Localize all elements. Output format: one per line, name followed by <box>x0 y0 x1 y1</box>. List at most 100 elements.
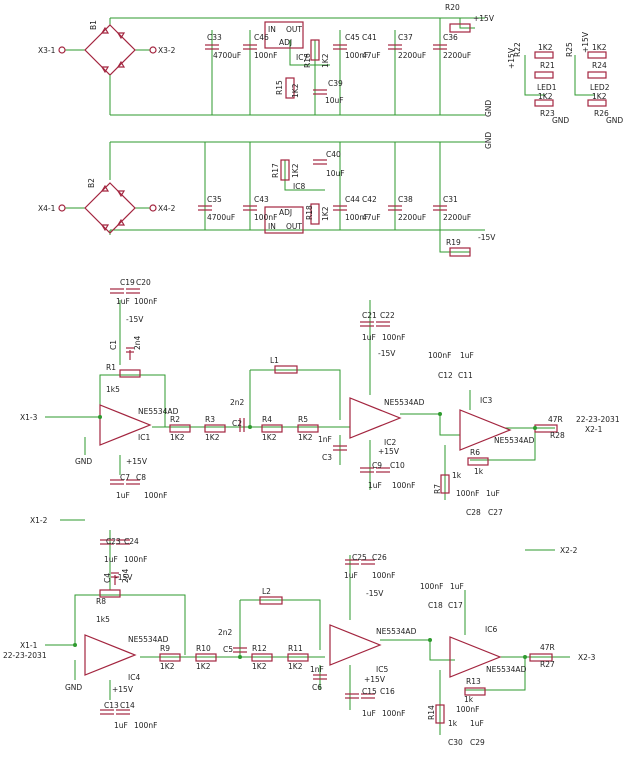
ic4-label: IC4 <box>128 673 140 682</box>
led1-val-top: 1K2 <box>538 43 553 52</box>
ch2-r27-val: 47R <box>540 643 555 652</box>
ch1-r4: R4 <box>262 415 272 424</box>
ch2-fb-rv: 1k5 <box>96 615 110 624</box>
ch2-input[interactable]: X1-1 <box>20 641 38 650</box>
ch1-c19-val: 1uF <box>116 297 130 306</box>
positive-supply: X3-1 X3-2 B1 IN OUT ADJ IC7 C33 4700uF C… <box>38 3 495 117</box>
ch2-r10-val: 1K2 <box>196 662 211 671</box>
cap-c40: C40 <box>326 150 341 159</box>
cap-c36: C36 <box>443 33 458 42</box>
term-x4-1[interactable]: X4-1 <box>38 204 56 213</box>
ch2-c26: C26 <box>372 553 387 562</box>
ch1-rail-neg: -15V <box>126 315 144 324</box>
ch1-r5: R5 <box>298 415 308 424</box>
res-r15-val: 1K2 <box>291 83 300 98</box>
reg2-pin-adj: ADJ <box>279 208 292 217</box>
ic2-part: NE5534AD <box>384 398 425 407</box>
ch2-c23: C23 <box>106 537 121 546</box>
led1-r-top: R22 <box>513 42 522 57</box>
cap-c46-val: 100nF <box>254 51 277 60</box>
cap-c33: C33 <box>207 33 222 42</box>
ch2-c29: C29 <box>470 738 485 747</box>
rail-minus15: -15V <box>478 233 496 242</box>
term-x4-2[interactable]: X4-2 <box>158 204 176 213</box>
res-r17-val: 1K2 <box>291 163 300 178</box>
ch1-c11: C11 <box>458 371 473 380</box>
cap-c41-val: 47uF <box>362 51 381 60</box>
ch2-c14: C14 <box>120 701 135 710</box>
ch1-in-gnd: GND <box>75 457 92 466</box>
opamp-ic3 <box>459 409 512 451</box>
term-x3-1[interactable]: X3-1 <box>38 46 56 55</box>
opamp-ic4 <box>84 634 137 676</box>
ch2-code: 22-23-2031 <box>3 651 47 660</box>
ch1-rail-pos: +15V <box>126 457 148 466</box>
ch1-c22: C22 <box>380 311 395 320</box>
ch2-c26-val: 100nF <box>372 571 395 580</box>
ch2-c25-val: 1uF <box>344 571 358 580</box>
term-x3-2[interactable]: X3-2 <box>158 46 176 55</box>
cap-c45: C45 <box>345 33 360 42</box>
ch2-c6: C6 <box>312 683 322 692</box>
ch2-r11-val: 1K2 <box>288 662 303 671</box>
ch2-output[interactable]: X2-3 <box>578 653 596 662</box>
ic1-part: NE5534AD <box>138 407 179 416</box>
ch1-output[interactable]: X2-1 <box>585 425 603 434</box>
ch1-c27-val: 1uF <box>486 489 500 498</box>
ch1-c3: C3 <box>322 453 332 462</box>
cap-c40-val: 10uF <box>326 169 345 178</box>
ch2-r27: R27 <box>540 660 555 669</box>
ch2-c17-val: 1uF <box>450 582 464 591</box>
ch1-c7-val: 1uF <box>116 491 130 500</box>
ic4-part: NE5534AD <box>128 635 169 644</box>
negative-supply: X4-1 X4-2 B2 ADJ IN OUT IC8 C35 4700uF C… <box>38 132 496 257</box>
ch1-input[interactable]: X1-3 <box>20 413 38 422</box>
led1-val-bot: 1K2 <box>538 92 553 101</box>
ch2-fb-cv: 2n4 <box>121 568 130 583</box>
ch1-c21-val: 1uF <box>362 333 376 342</box>
ic5-part: NE5534AD <box>376 627 417 636</box>
spare-x1-2[interactable]: X1-2 <box>30 516 48 525</box>
res-r15: R15 <box>275 80 284 95</box>
ch1-c10: C10 <box>390 461 405 470</box>
reg-pin-in: IN <box>268 25 276 34</box>
ch1-code: 22-23-2031 <box>576 415 620 424</box>
res-r18-val: 1K2 <box>321 206 330 221</box>
led1-led: LED1 <box>537 83 557 92</box>
cap-c31-val: 2200uF <box>443 213 471 222</box>
led2-val-bot: 1K2 <box>592 92 607 101</box>
ch1-r7-val: 1k <box>452 471 462 480</box>
led2-r-bot: R26 <box>594 109 609 118</box>
reg-ic8: IC8 <box>293 182 305 191</box>
led1-r-mid: R21 <box>540 61 555 70</box>
ch2-fb-r: R8 <box>96 597 106 606</box>
spare-x2-2[interactable]: X2-2 <box>560 546 578 555</box>
opamp-ic5 <box>329 624 382 666</box>
cap-c41: C41 <box>362 33 377 42</box>
led-group-1: +15V 1K2 R21 LED1 1K2 R23 GND R22 <box>507 42 569 125</box>
ch1-r6-val: 1k <box>474 467 484 476</box>
ch1-c7: C7 <box>120 473 130 482</box>
ch2-c25: C25 <box>352 553 367 562</box>
ic3-label: IC3 <box>480 396 492 405</box>
ch2-l2: L2 <box>262 587 271 596</box>
ch1-r28-val: 47R <box>548 415 563 424</box>
ch1-c28: C28 <box>466 508 481 517</box>
ch1-r7: R7 <box>433 484 442 494</box>
ic1-label: IC1 <box>138 433 150 442</box>
ch1-fb-r: R1 <box>106 363 116 372</box>
ch1-c9: C9 <box>372 461 382 470</box>
ch1-fb-cv: 2n4 <box>133 335 142 350</box>
ch1-r3: R3 <box>205 415 215 424</box>
ch1-c2-val: 2n2 <box>230 398 245 407</box>
ch2-rail-neg: -15V <box>115 573 133 582</box>
ch2-r9: R9 <box>160 644 170 653</box>
cap-c38-val: 2200uF <box>398 213 426 222</box>
ch1-c8: C8 <box>136 473 146 482</box>
led-group-2: +15V 1K2 R24 LED2 1K2 R26 GND R25 <box>565 31 623 125</box>
cap-c46: C46 <box>254 33 269 42</box>
ch2-c15-val: 1uF <box>362 709 376 718</box>
cap-c43-val: 100nF <box>254 213 277 222</box>
ch1-fb-c: C1 <box>109 340 118 350</box>
ch1-c20-val: 100nF <box>134 297 157 306</box>
